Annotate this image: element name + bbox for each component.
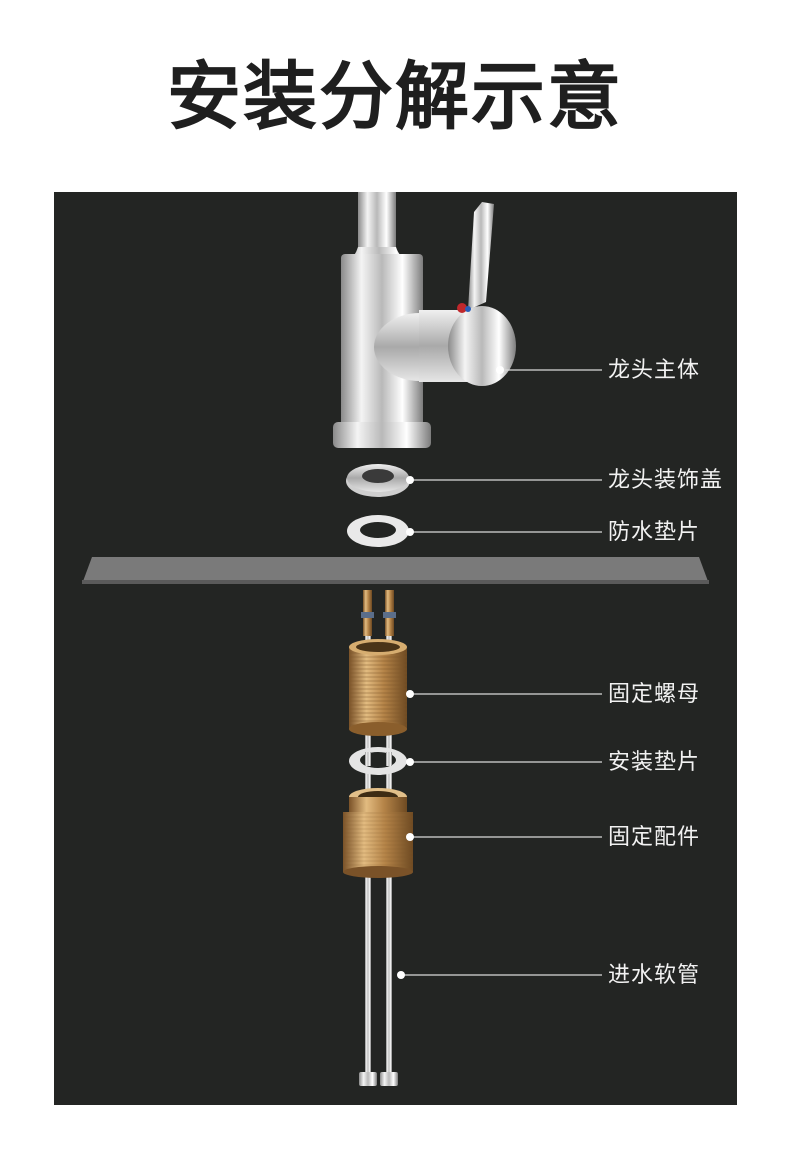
handle-lever (468, 202, 494, 310)
label-waterproof-gasket: 防水垫片 (608, 520, 700, 546)
label-inlet-hose: 进水软管 (608, 963, 700, 989)
fixing-nut-illustration (349, 639, 407, 736)
page-title: 安装分解示意 (0, 52, 790, 142)
faucet-body-illustration (333, 192, 516, 448)
countertop-slab (82, 557, 709, 584)
label-decorative-cover: 龙头装饰盖 (608, 468, 723, 494)
waterproof-gasket-illustration (347, 515, 409, 547)
label-fixing-nut: 固定螺母 (608, 682, 700, 708)
fixing-fitting-illustration (343, 788, 413, 878)
label-mounting-gasket: 安装垫片 (608, 750, 700, 776)
leader-lines (397, 366, 602, 979)
mounting-gasket-illustration (349, 747, 407, 775)
diagram-panel: 龙头主体 龙头装饰盖 防水垫片 固定螺母 安装垫片 固定配件 进水软管 (54, 192, 737, 1105)
cold-indicator (465, 306, 471, 312)
label-fixing-fitting: 固定配件 (608, 825, 700, 851)
label-faucet-body: 龙头主体 (608, 358, 700, 384)
pipe-tips (361, 590, 396, 636)
decorative-cover-illustration (346, 464, 410, 497)
